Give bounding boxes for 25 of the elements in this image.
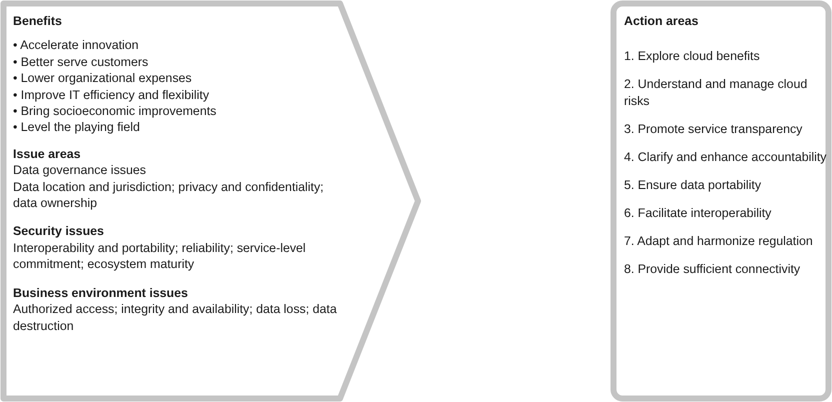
bullet-item: • Bring socioeconomic improvements — [13, 103, 216, 120]
section-heading: Benefits — [13, 13, 62, 30]
bullet-item: • Improve IT efficiency and flexibility — [13, 86, 210, 104]
list-item: 7. Adapt and harmonize regulation — [624, 232, 813, 250]
body-text: Authorized access; integrity and availability; data loss; data destruction — [13, 301, 338, 334]
list-item: 8. Provide sufficient connectivity — [624, 260, 800, 278]
list-item: 5. Ensure data portability — [624, 176, 762, 194]
panel-box — [610, 0, 832, 402]
bullet-item: • Level the playing field — [13, 119, 140, 136]
bullet-item: • Lower organizational expenses — [13, 70, 192, 87]
list-item: 4. Clarify and enhance accountability — [624, 148, 827, 166]
section-heading: Action areas — [624, 13, 698, 30]
bullet-item: • Better serve customers — [13, 54, 148, 70]
body-text: Data location and jurisdiction; privacy and confidentiality; data ownership — [13, 178, 325, 212]
list-item: 6. Facilitate interoperability — [624, 204, 772, 222]
body-text: Interoperability and portability; reliability; service-level commitment; ecosystem maturity — [13, 240, 307, 273]
body-text: Data governance issues — [13, 162, 146, 179]
list-item: 3. Promote service transparency — [624, 120, 802, 138]
chevron-panel — [0, 0, 422, 402]
bullet-item: • Accelerate innovation — [13, 37, 139, 54]
section-heading: Business environment issues — [13, 284, 188, 302]
list-item: 1. Explore cloud benefits — [624, 48, 760, 65]
section-heading: Issue areas — [13, 146, 81, 162]
section-heading: Security issues — [13, 223, 104, 240]
list-item: 2. Understand and manage cloud risks — [624, 76, 808, 110]
